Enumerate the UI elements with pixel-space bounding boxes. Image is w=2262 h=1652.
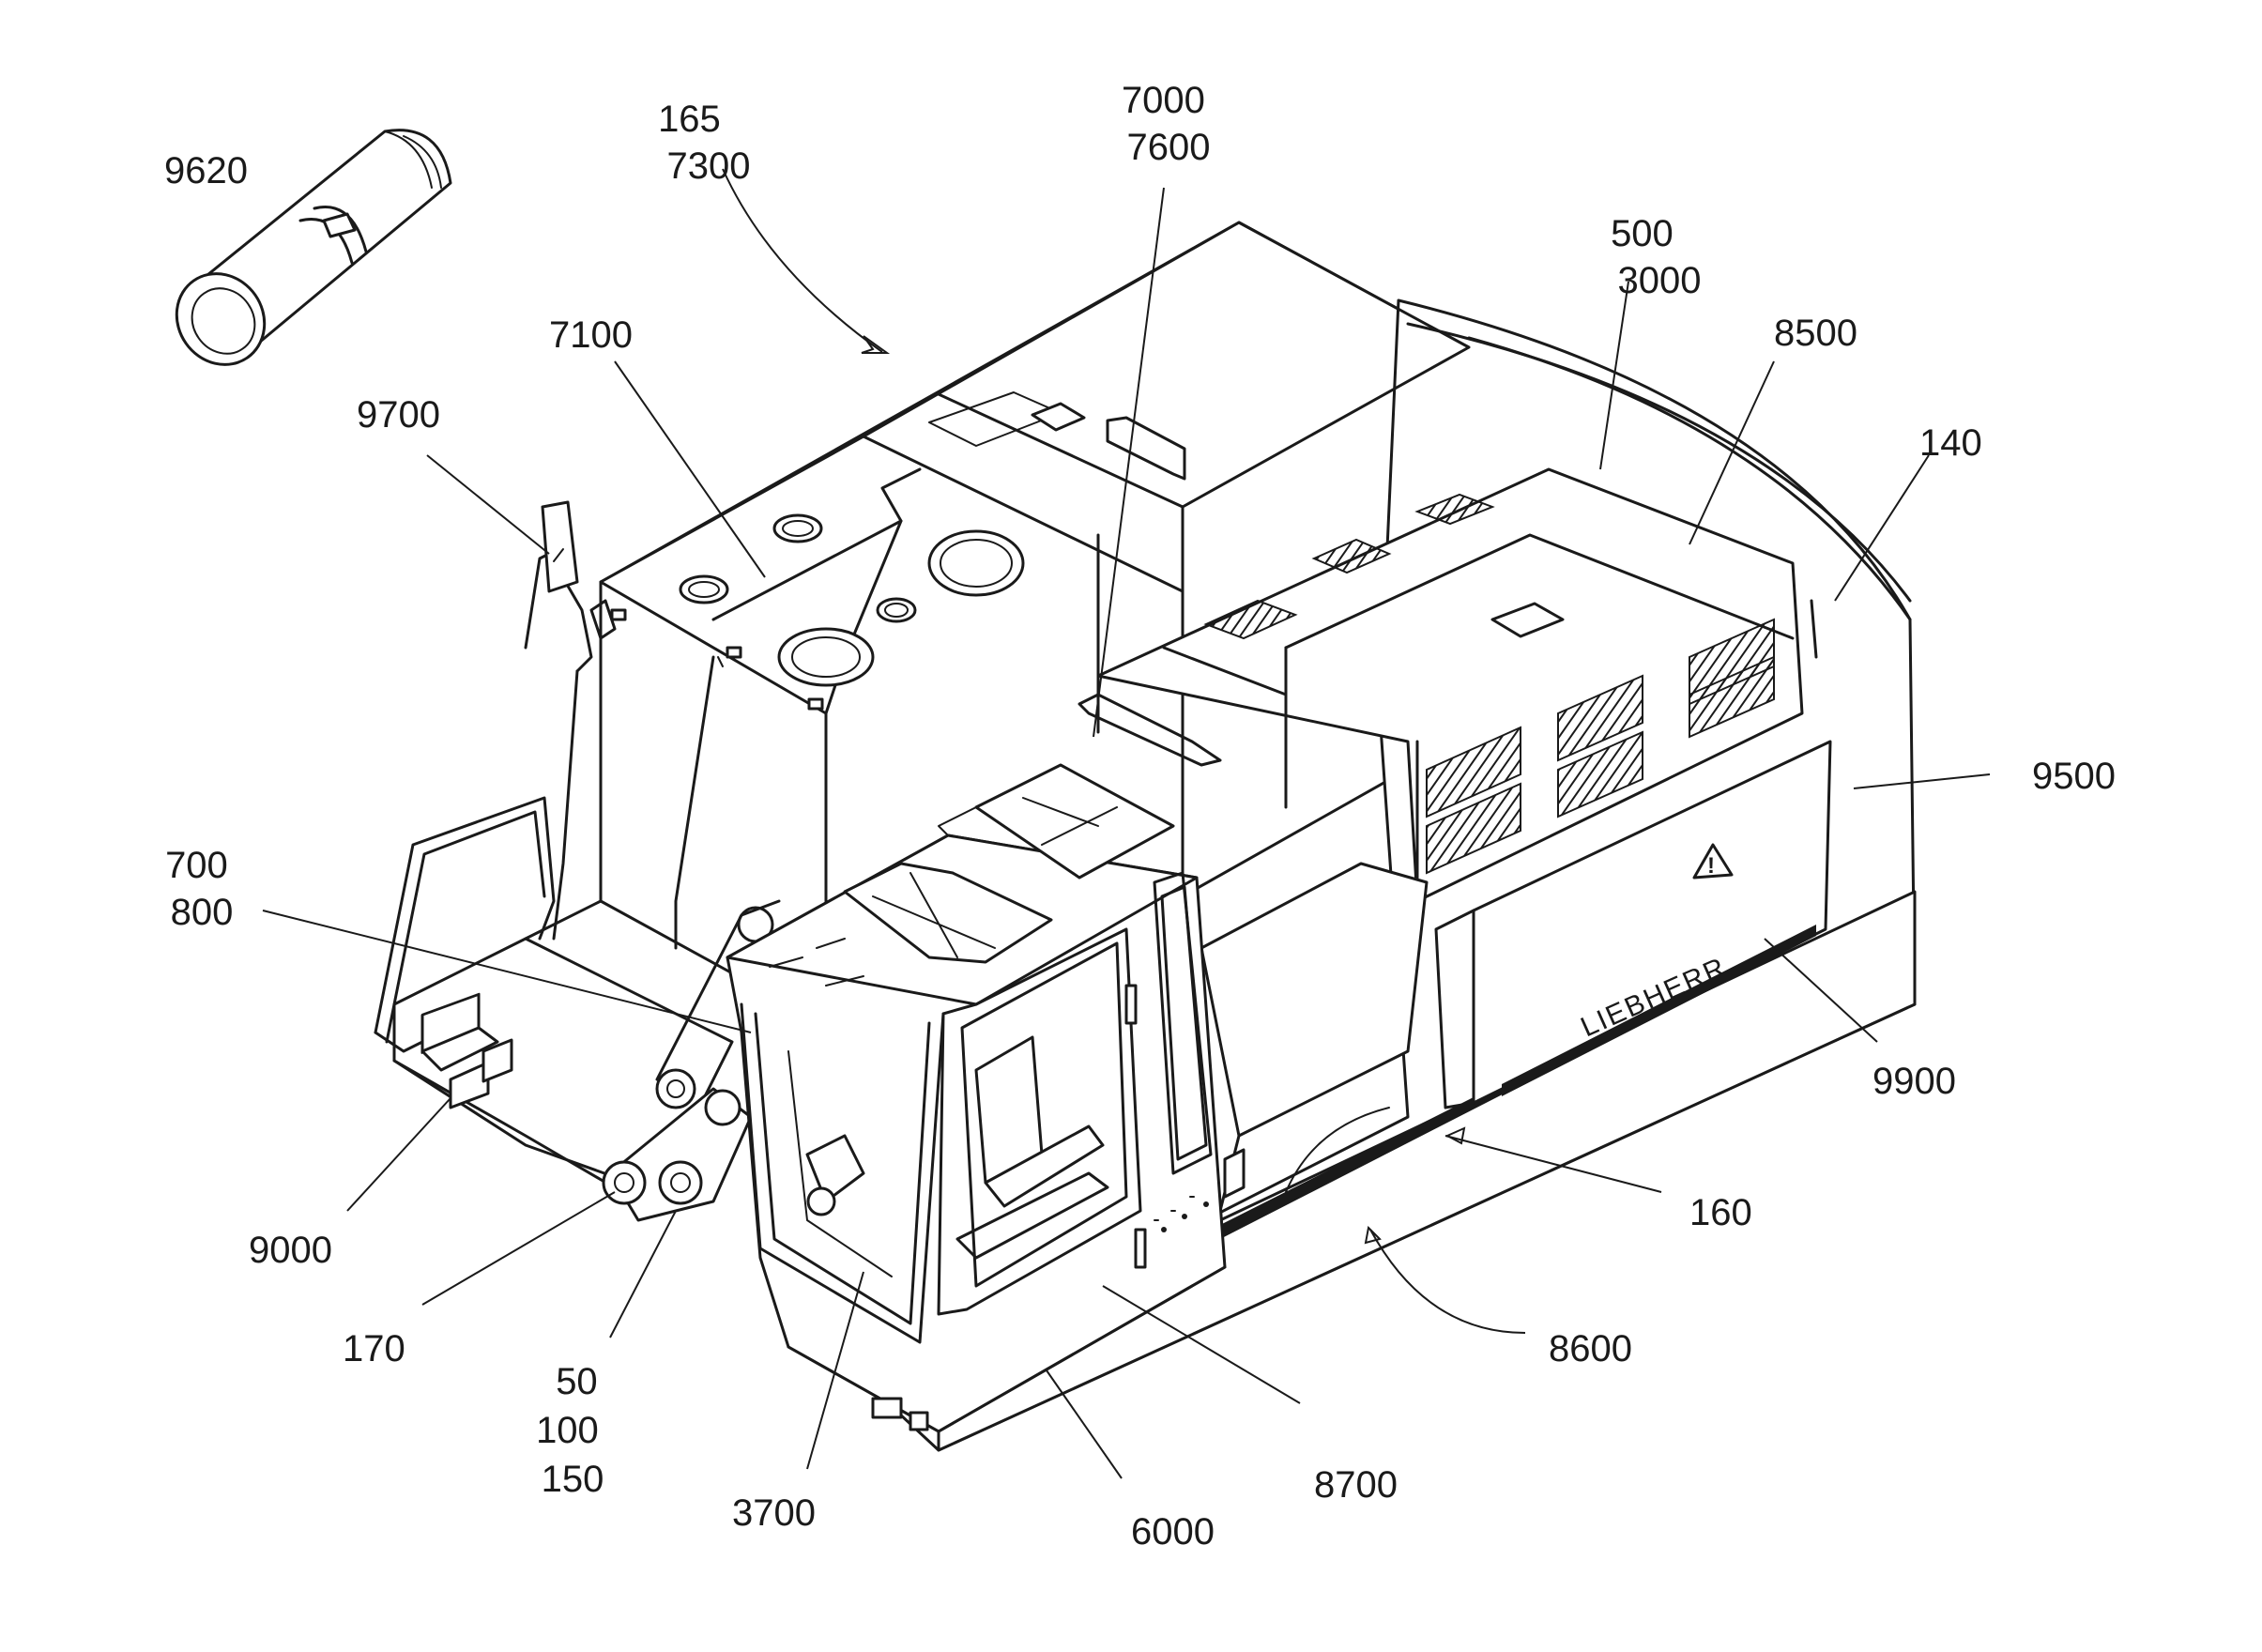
label-8500: 8500 — [1774, 313, 1857, 354]
label-7000-7600: 7000 7600 — [1122, 80, 1215, 168]
leader-lines — [262, 168, 1991, 1479]
label-160: 160 — [1689, 1192, 1752, 1233]
label-9000: 9000 — [249, 1230, 332, 1271]
label-140: 140 — [1919, 422, 1982, 464]
operator-cab — [726, 763, 1227, 1433]
label-9900: 9900 — [1872, 1061, 1956, 1102]
label-8600: 8600 — [1549, 1328, 1632, 1369]
label-8700: 8700 — [1314, 1464, 1398, 1506]
label-3700: 3700 — [732, 1492, 816, 1534]
label-170: 170 — [343, 1328, 405, 1369]
label-6000: 6000 — [1131, 1511, 1215, 1553]
label-165-7300: 165 7300 — [658, 99, 750, 187]
label-500-3000: 500 3000 — [1611, 213, 1701, 301]
label-50-100-150: 50 100 150 — [536, 1361, 609, 1500]
rolled-document-icon — [175, 129, 452, 366]
machine-body: ! LIEBHERR — [374, 221, 1917, 1452]
label-700-800: 700 800 — [165, 845, 238, 933]
reference-labels: 9620 165 7300 7000 7600 500 3000 8500 14… — [164, 80, 2116, 1553]
label-9620: 9620 — [164, 150, 248, 191]
label-9500: 9500 — [2032, 756, 2116, 797]
svg-text:!: ! — [1707, 853, 1715, 879]
label-7100: 7100 — [549, 314, 633, 356]
side-grill-rows — [1426, 618, 1775, 875]
label-9700: 9700 — [357, 394, 440, 436]
